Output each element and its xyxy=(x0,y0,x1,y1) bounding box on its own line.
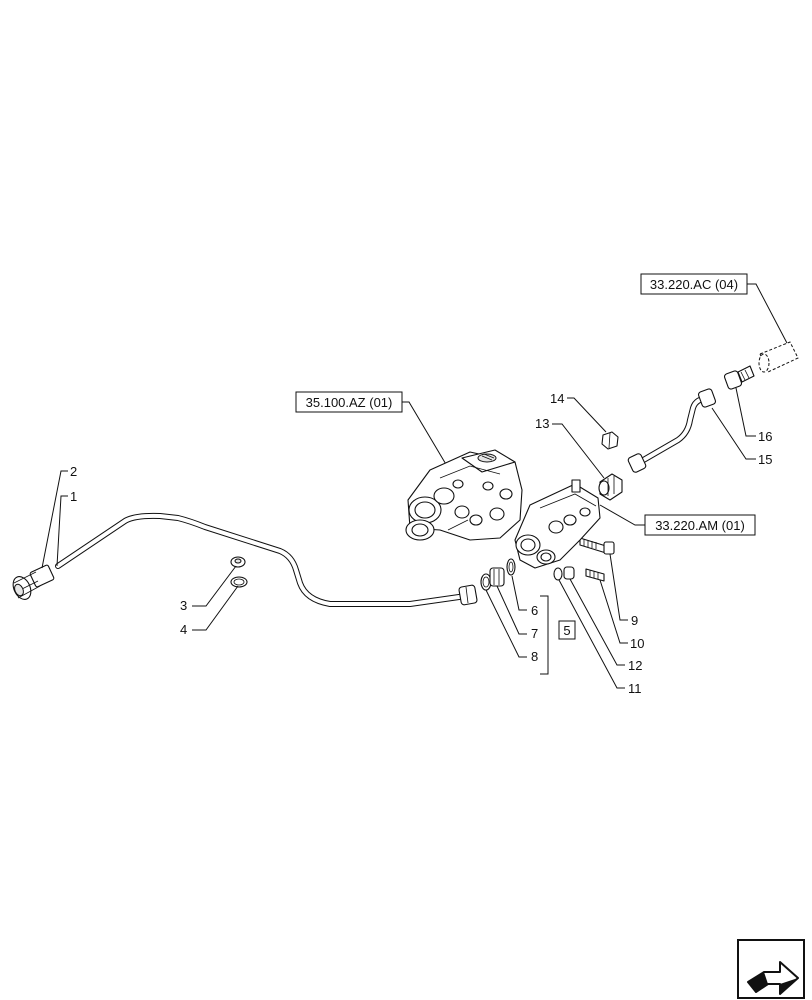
coupler-reference xyxy=(758,341,799,373)
leader-ref-35-100 xyxy=(402,401,448,467)
leader-8 xyxy=(485,589,527,658)
callout-16: 16 xyxy=(758,429,772,444)
callout-4: 4 xyxy=(180,622,187,637)
nut-14 xyxy=(601,431,619,450)
ref-label-35-100-az: 35.100.AZ (01) xyxy=(306,395,393,410)
leader-10 xyxy=(599,579,628,644)
leader-13 xyxy=(552,423,605,479)
kit-bracket xyxy=(540,595,549,675)
callout-11: 11 xyxy=(628,681,642,696)
long-pipe xyxy=(55,512,469,607)
callout-10: 10 xyxy=(630,636,644,651)
ref-box-35-100-az[interactable]: 35.100.AZ (01) xyxy=(295,391,403,413)
callout-7: 7 xyxy=(531,626,538,641)
leader-16 xyxy=(735,387,756,437)
next-page-arrow-icon[interactable] xyxy=(737,939,805,999)
leader-1 xyxy=(56,495,68,567)
leader-14 xyxy=(567,397,607,433)
o-ring-11 xyxy=(553,567,563,581)
o-ring-6 xyxy=(506,558,516,576)
short-pipe-15 xyxy=(627,388,717,473)
bolt-9 xyxy=(579,537,615,555)
ref-box-33-220-am[interactable]: 33.220.AM (01) xyxy=(644,514,756,536)
leader-15 xyxy=(711,407,756,460)
auxiliary-valve-block xyxy=(514,479,601,569)
callout-3: 3 xyxy=(180,598,187,613)
leader-4 xyxy=(192,585,239,631)
ref-label-33-220-ac: 33.220.AC (04) xyxy=(650,277,738,292)
ref-box-33-220-ac[interactable]: 33.220.AC (04) xyxy=(640,273,748,295)
leader-ref-33-220-ac xyxy=(747,283,789,346)
kit-label: 5 xyxy=(563,623,570,638)
leader-6 xyxy=(511,575,527,611)
cap-part-3 xyxy=(230,556,246,568)
leader-9 xyxy=(609,553,628,621)
quick-coupler-fitting xyxy=(12,564,55,600)
leader-12 xyxy=(569,578,625,666)
leader-7 xyxy=(496,585,527,635)
bolt-10 xyxy=(585,568,605,582)
callout-6: 6 xyxy=(531,603,538,618)
leader-3 xyxy=(192,565,237,607)
pipe-end-nut xyxy=(458,584,478,606)
callout-1: 1 xyxy=(70,489,77,504)
elbow-fitting-13 xyxy=(598,473,623,501)
adapter-16 xyxy=(723,365,755,390)
callout-9: 9 xyxy=(631,613,638,628)
callout-14: 14 xyxy=(550,391,564,406)
callout-15: 15 xyxy=(758,452,772,467)
callout-2: 2 xyxy=(70,464,77,479)
adapter-fitting-7 xyxy=(489,567,505,587)
callout-12: 12 xyxy=(628,658,642,673)
callout-8: 8 xyxy=(531,649,538,664)
ref-label-33-220-am: 33.220.AM (01) xyxy=(655,518,745,533)
washer-part-4 xyxy=(230,576,248,588)
callout-13: 13 xyxy=(535,416,549,431)
kit-box-5[interactable]: 5 xyxy=(558,620,576,640)
leader-2 xyxy=(41,470,68,569)
leader-ref-33-220-am xyxy=(599,504,645,526)
control-valve-block xyxy=(405,449,523,541)
plug-12 xyxy=(563,566,575,580)
leader-11 xyxy=(558,579,625,689)
